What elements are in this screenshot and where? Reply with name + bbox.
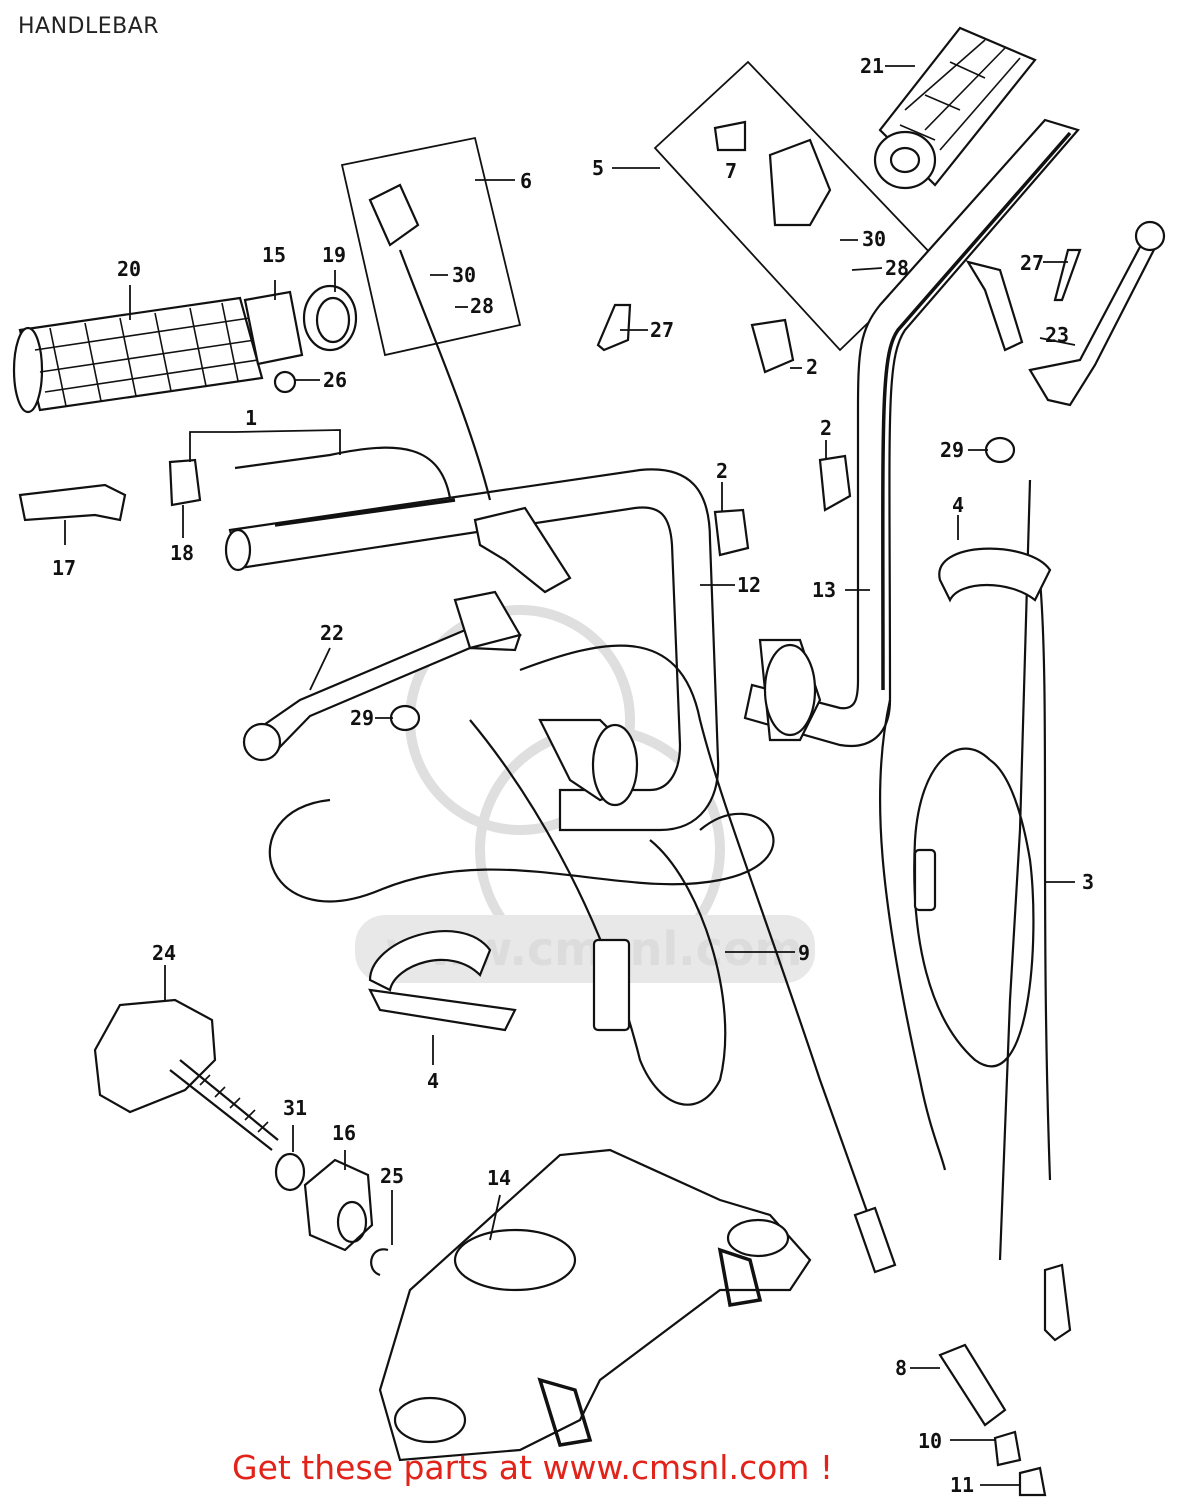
diagram-title: HANDLEBAR [18, 14, 160, 39]
cables [234, 249, 1052, 1274]
clip-25 [370, 1248, 389, 1277]
master-cyl-5 [768, 138, 832, 227]
label-9: 9 [798, 941, 810, 965]
label-26: 26 [323, 368, 347, 392]
label-11: 11 [950, 1473, 974, 1497]
label-5: 5 [592, 156, 604, 180]
label-14: 14 [487, 1166, 511, 1190]
label-27: 27 [1020, 251, 1044, 275]
label-28: 28 [885, 256, 909, 280]
nut-16 [303, 1158, 374, 1252]
nut-29a [984, 436, 1016, 464]
throttle-cable-6 [368, 183, 420, 247]
label-2: 2 [716, 459, 728, 483]
label-4: 4 [427, 1069, 439, 1093]
bolt-27b [1053, 248, 1082, 302]
label-31: 31 [283, 1096, 307, 1120]
washer-31 [274, 1152, 306, 1192]
label-12: 12 [737, 573, 761, 597]
label-2: 2 [806, 355, 818, 379]
label-22: 22 [320, 621, 344, 645]
lever-bracket-7 [713, 120, 747, 152]
strap-4-lower [368, 930, 492, 992]
label-17: 17 [52, 556, 76, 580]
handlebar-13 [743, 118, 1080, 747]
label-10: 10 [918, 1429, 942, 1453]
bolt-27a [596, 303, 632, 352]
clamp-plate [473, 506, 572, 594]
label-3: 3 [1082, 870, 1094, 894]
screw-26 [273, 370, 297, 394]
clamp-17 [18, 483, 127, 522]
label-1: 1 [245, 406, 257, 430]
kit-box-6 [340, 136, 522, 357]
label-7: 7 [725, 159, 737, 183]
label-13: 13 [812, 578, 836, 602]
adjuster-8 [938, 1343, 1007, 1427]
label-29: 29 [940, 438, 964, 462]
part-labels: 1 2 2 2 2 3 4 4 5 6 7 8 9 10 11 12 13 14… [52, 54, 1094, 1497]
label-27: 27 [650, 318, 674, 342]
cable-end-3 [1043, 1263, 1072, 1342]
cable-end-18 [168, 458, 202, 507]
cable-holder-2c [713, 508, 750, 557]
label-16: 16 [332, 1121, 356, 1145]
label-2: 2 [820, 416, 832, 440]
leader-lines [64, 65, 1076, 1486]
grip-left [12, 296, 264, 414]
label-28: 28 [470, 294, 494, 318]
label-19: 19 [322, 243, 346, 267]
label-30: 30 [452, 263, 476, 287]
label-6: 6 [520, 169, 532, 193]
cable-holder-2b [818, 454, 852, 512]
switch-housing [538, 638, 822, 807]
label-20: 20 [117, 257, 141, 281]
lever-23 [1028, 226, 1164, 407]
nut-29b [389, 704, 421, 732]
label-8: 8 [895, 1356, 907, 1380]
label-25: 25 [380, 1164, 404, 1188]
top-bridge-14 [378, 1148, 812, 1462]
strap-4-upper [938, 547, 1052, 603]
label-29: 29 [350, 706, 374, 730]
cable-holder-2a [750, 318, 795, 374]
label-24: 24 [152, 941, 176, 965]
handlebar-12 [224, 468, 720, 832]
label-30: 30 [862, 227, 886, 251]
label-15: 15 [262, 243, 286, 267]
label-23: 23 [1045, 323, 1069, 347]
label-4: 4 [952, 493, 964, 517]
nut-10 [993, 1430, 1022, 1467]
nut-11 [1018, 1466, 1047, 1497]
label-21: 21 [860, 54, 884, 78]
label-18: 18 [170, 541, 194, 565]
bar-bracket [965, 260, 1024, 352]
grip-right [873, 26, 1037, 190]
footer-link[interactable]: Get these parts at www.cmsnl.com ! [232, 1448, 834, 1487]
knob-24 [93, 998, 279, 1151]
